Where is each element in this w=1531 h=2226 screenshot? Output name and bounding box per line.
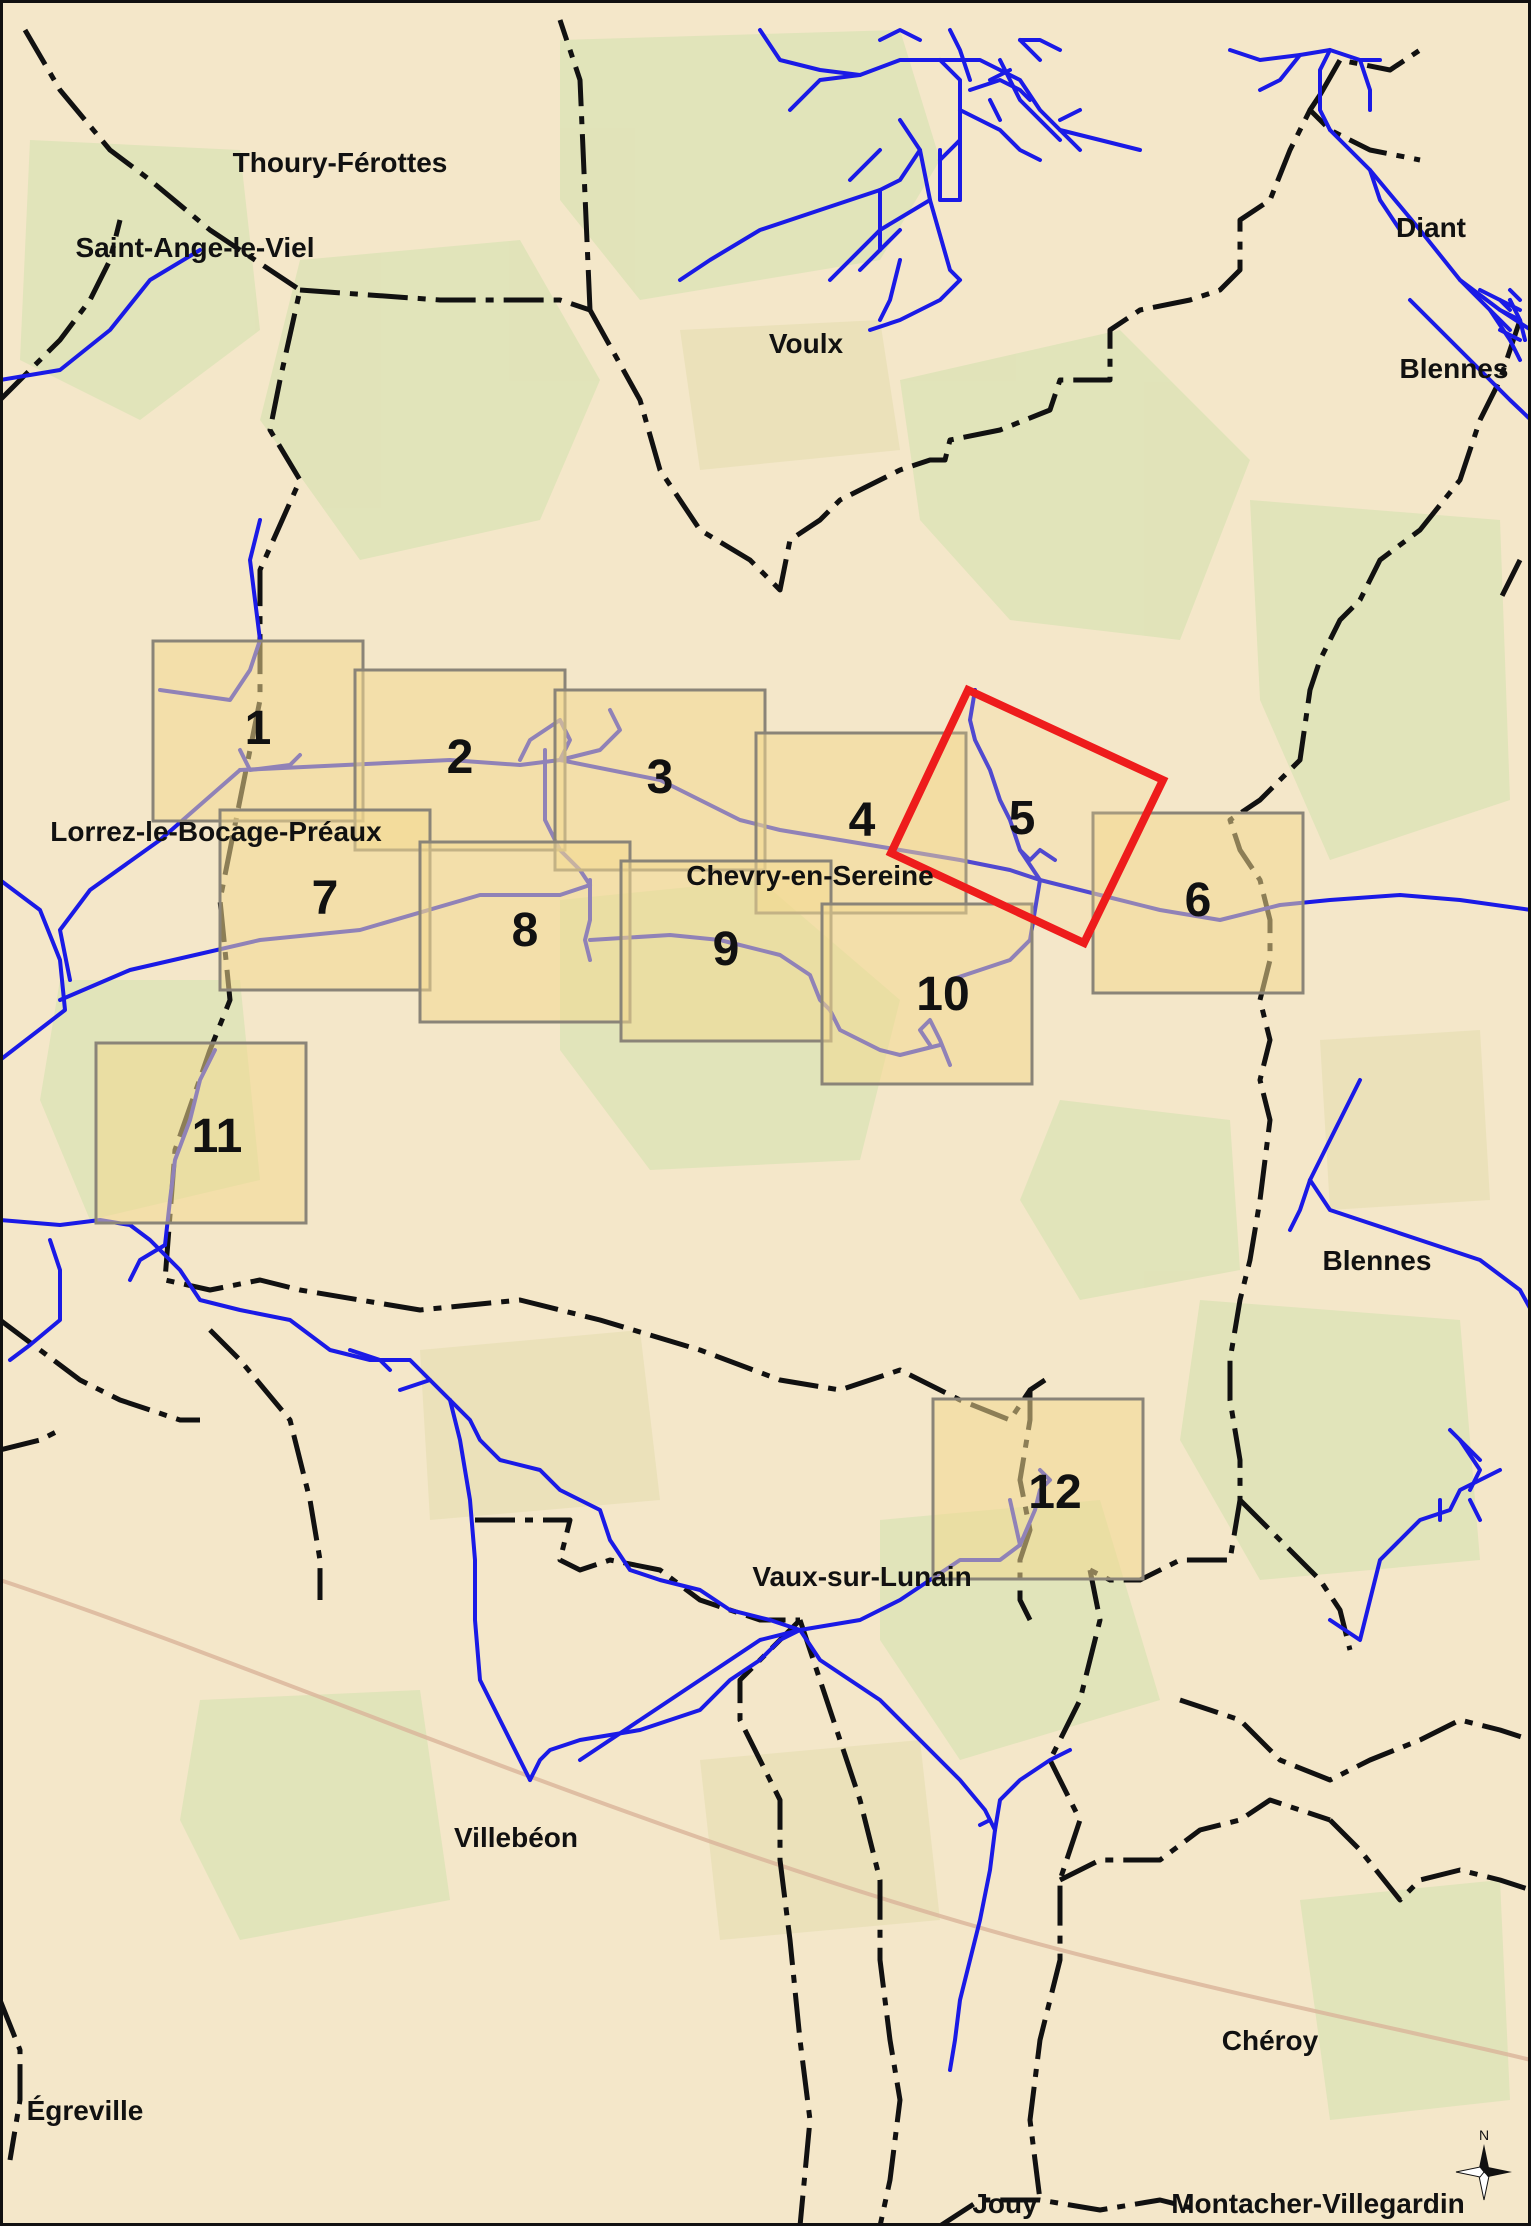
- tile-7: [218, 808, 432, 992]
- tile-label-5: 5: [1009, 792, 1036, 845]
- tile-label-2: 2: [447, 731, 474, 784]
- tile-layer: [94, 639, 1305, 1581]
- commune-label-lorrez-le-bocage-preaux: Lorrez-le-Bocage-Préaux: [50, 816, 382, 847]
- commune-label-blennes-north: Blennes: [1400, 353, 1509, 384]
- commune-label-thoury-ferottes: Thoury-Férottes: [233, 147, 448, 178]
- tile-label-10: 10: [916, 968, 969, 1021]
- tile-labels: 1 2 3 4 5 6 7 8 9 10 11 12: [192, 702, 1212, 1519]
- tile-3: [553, 688, 767, 872]
- commune-label-chevry-en-sereine: Chevry-en-Sereine: [686, 860, 933, 891]
- tile-12: [931, 1397, 1145, 1581]
- tile-6: [1091, 811, 1305, 995]
- commune-labels: Thoury-Férottes Saint-Ange-le-Viel Voulx…: [27, 147, 1509, 2219]
- commune-label-saint-ange-le-viel: Saint-Ange-le-Viel: [75, 232, 314, 263]
- tile-label-8: 8: [512, 904, 539, 957]
- commune-label-cheroy: Chéroy: [1222, 2025, 1319, 2056]
- commune-label-villebeon: Villebéon: [454, 1822, 578, 1853]
- commune-label-egreville: Égreville: [27, 2095, 144, 2126]
- commune-label-vaux-sur-lunain: Vaux-sur-Lunain: [752, 1561, 971, 1592]
- woodland-layer: [20, 30, 1510, 2120]
- tile-label-9: 9: [713, 923, 740, 976]
- north-arrow-letter: N: [1479, 2127, 1489, 2143]
- tile-label-11: 11: [192, 1110, 243, 1163]
- tile-label-12: 12: [1028, 1466, 1081, 1519]
- tile-label-3: 3: [647, 751, 674, 804]
- commune-label-blennes-east: Blennes: [1323, 1245, 1432, 1276]
- tile-label-6: 6: [1185, 874, 1212, 927]
- north-arrow-icon: N: [1455, 2127, 1512, 2201]
- road-line: [0, 1578, 1531, 2062]
- tile-11: [94, 1041, 308, 1225]
- commune-label-voulx: Voulx: [769, 328, 844, 359]
- commune-label-diant: Diant: [1396, 212, 1466, 243]
- tile-8: [418, 840, 632, 1024]
- tile-label-1: 1: [245, 702, 272, 755]
- commune-label-montacher-villegardin: Montacher-Villegardin: [1171, 2188, 1465, 2219]
- field-layer: [420, 320, 1490, 1940]
- tile-label-4: 4: [849, 794, 876, 847]
- tile-9: [619, 859, 833, 1043]
- commune-label-jouy: Jouy: [972, 2188, 1038, 2219]
- tile-5-highlight: [885, 684, 1169, 949]
- tile-10: [820, 902, 1034, 1086]
- tile-label-7: 7: [312, 872, 339, 925]
